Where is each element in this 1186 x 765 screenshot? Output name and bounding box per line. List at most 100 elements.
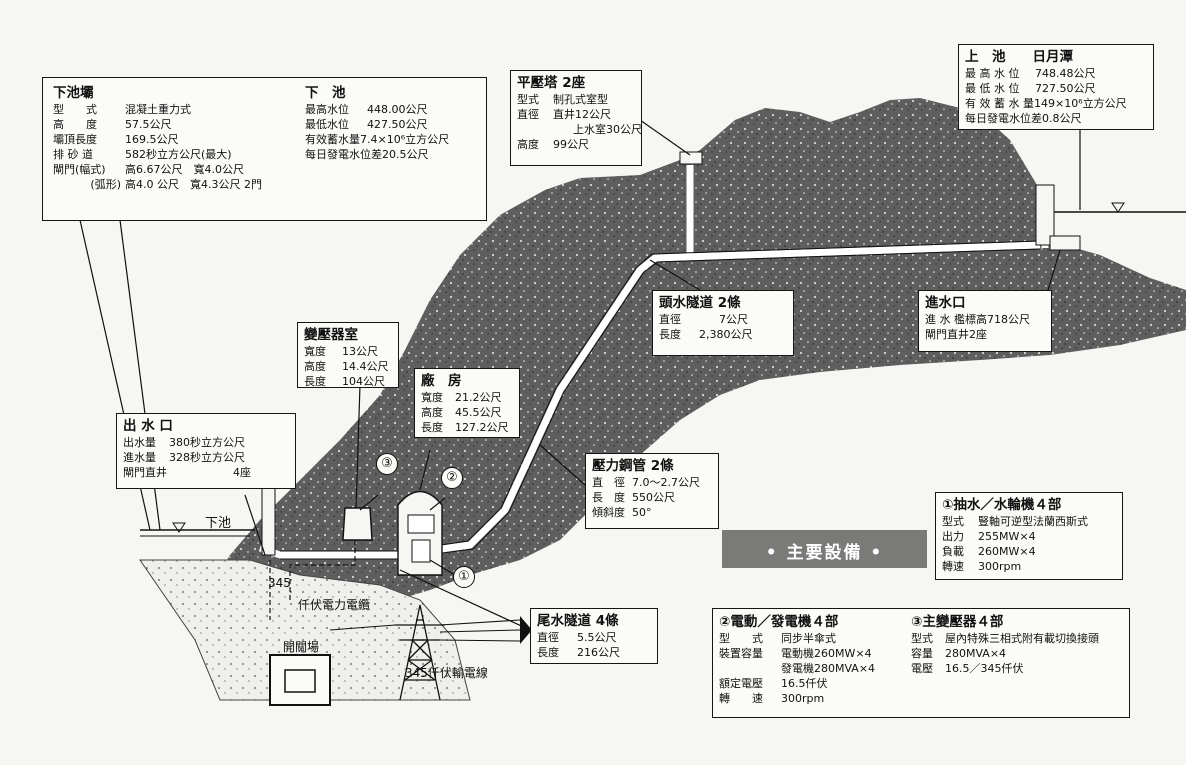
intake-title: 進水口	[925, 295, 966, 311]
lower-dam-row: (弧形)高4.0 公尺 寬4.3公尺 2門	[90, 178, 262, 191]
switchyard-label: 開關場	[283, 640, 320, 654]
voltage-345-label: 345	[268, 576, 291, 590]
water-level-mark-upper	[1111, 202, 1125, 213]
motor-generator-row: 發電機280MVA×4	[781, 662, 876, 675]
waterway-outlines	[280, 240, 1041, 560]
surge-tank-row: 直徑直井12公尺	[517, 108, 611, 121]
pump-turbine-title: ①抽水／水輪機４部	[942, 497, 1062, 513]
lower-ground	[139, 559, 471, 701]
motor-generator-and-transformer-box: ②電動／發電機４部 型 式同步半傘式 裝置容量電動機260MW×4 發電機280…	[712, 608, 1130, 718]
tailrace-title: 尾水隧道 4條	[537, 613, 619, 629]
lower-dam-row: 閘門(幅式)高6.67公尺 寬4.0公尺	[53, 163, 244, 176]
surge-tank-row: 型式制孔式室型	[517, 93, 608, 106]
main-equipment-banner	[722, 530, 927, 568]
motor-generator-row: 型 式同步半傘式	[719, 632, 836, 645]
generator-unit	[407, 514, 435, 534]
lower-pond-row: 有效蓄水量7.4×10⁶立方公尺	[305, 133, 450, 146]
transmission-tower	[395, 604, 445, 701]
intake-row: 進 水 檻標高718公尺	[925, 313, 1030, 326]
surge-tank-title: 平壓塔 2座	[517, 75, 586, 91]
cable-route	[269, 540, 356, 620]
main-transformer-title: ③主變壓器４部	[911, 614, 1004, 630]
lower-dam-row: 型 式混凝土重力式	[53, 103, 191, 116]
mountain-terrain	[190, 98, 1186, 620]
surge-tank-top	[679, 151, 703, 165]
marker-3: ③	[376, 453, 398, 475]
lower-pond-title: 下 池	[305, 85, 346, 101]
powerhouse-title: 廠 房	[421, 373, 462, 389]
upper-pond-title: 上 池 日月潭	[965, 49, 1073, 65]
motor-generator-row: 裝置容量電動機260MW×4	[719, 647, 872, 660]
pump-turbine-row: 型式豎軸可逆型法蘭西斯式	[942, 515, 1088, 528]
lower-dam-title: 下池壩	[53, 85, 94, 101]
intake-box: 進水口 進 水 檻標高718公尺 閘門直井2座	[918, 290, 1052, 352]
transformer-cavern	[342, 507, 373, 541]
lower-pond-row: 每日發電水位差20.5公尺	[305, 148, 429, 161]
transmission-line-label: 345仟伏輸電線	[405, 666, 488, 680]
motor-generator-block: ②電動／發電機４部 型 式同步半傘式 裝置容量電動機260MW×4 發電機280…	[719, 613, 875, 706]
penstock-title: 壓力鋼管 2條	[592, 458, 674, 474]
transmission-lines	[329, 619, 521, 642]
outlet-title: 出 水 口	[123, 418, 173, 434]
water-level-mark-lower	[172, 522, 186, 533]
turbine-unit	[411, 539, 431, 563]
transformer-room-title: 變壓器室	[304, 327, 358, 343]
main-equipment-label: • 主要設備 •	[765, 543, 884, 563]
upper-pond-row: 有 效 蓄 水 量149×10⁶立方公尺	[965, 97, 1127, 110]
surge-tank-row: 上水室30公尺	[573, 123, 642, 136]
upper-pond-row: 每日發電水位差0.8公尺	[965, 112, 1082, 125]
power-cable-label: 仟伏電力電纜	[298, 598, 371, 612]
line-arrow	[520, 616, 532, 644]
lower-pond-label: 下池	[205, 516, 232, 531]
marker-2: ②	[441, 467, 463, 489]
intake-row: 閘門直井2座	[925, 328, 987, 341]
motor-generator-title: ②電動／發電機４部	[719, 614, 839, 630]
switchyard-inner	[284, 669, 316, 693]
main-transformer-row: 型式屋內特殊三相式附有載切換接頭	[911, 632, 1099, 645]
headrace-title: 頭水隧道 2條	[659, 295, 741, 311]
intake-gate-shaft	[1035, 184, 1055, 246]
